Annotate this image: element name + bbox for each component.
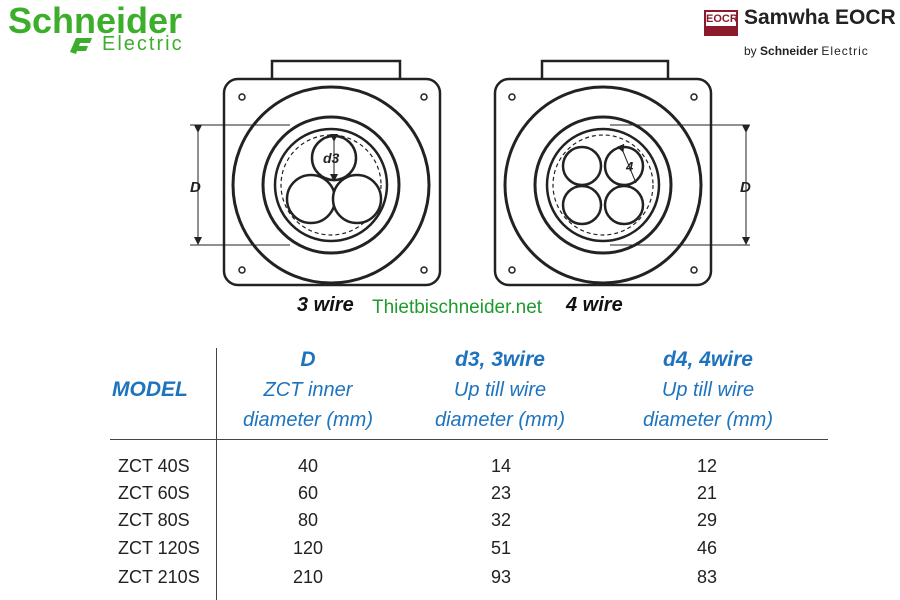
table-row: ZCT 120S 120 51 46 (0, 538, 900, 564)
header-col-d3-title: d3, 3wire (455, 348, 545, 371)
schneider-life-is-on-icon (70, 38, 92, 54)
cell-d3: 32 (490, 510, 512, 530)
caption-3-wire: 3 wire (297, 294, 354, 316)
header-model: MODEL (112, 378, 188, 401)
eocr-badge: EOCR (704, 10, 738, 36)
cell-d4: 29 (696, 510, 718, 530)
by-suffix: Electric (821, 44, 869, 58)
header-col-d-title: D (300, 348, 316, 371)
cell-d4: 46 (696, 538, 718, 558)
table-vertical-divider (216, 348, 217, 600)
header-col-d-line2: diameter (mm) (242, 409, 373, 431)
zct-diagram: D d3 D 4 (190, 59, 751, 287)
header-col-d3-line1: Up till wire (453, 379, 547, 401)
cell-d4: 83 (696, 567, 718, 587)
by-prefix: by (744, 44, 757, 58)
eocr-badge-text: EOCR (706, 13, 738, 25)
schneider-electric-logo: Schneider Electric (8, 0, 258, 58)
electric-wordmark: Electric (102, 33, 184, 55)
caption-4-wire: 4 wire (566, 294, 623, 316)
watermark-text: Thietbischneider.net (372, 297, 543, 318)
cell-d3: 93 (490, 567, 512, 587)
table-header-divider (110, 439, 828, 440)
cell-d4: 12 (696, 456, 718, 476)
table-row: ZCT 40S 40 14 12 (0, 456, 900, 482)
zct-4wire-drawing (493, 59, 750, 287)
right-d-label: D (740, 179, 751, 196)
header-col-d: D ZCT inner diameter (mm) (218, 345, 398, 435)
header-col-d3-line2: diameter (mm) (434, 409, 565, 431)
table-row: ZCT 60S 60 23 21 (0, 483, 900, 509)
cell-d: 60 (297, 483, 319, 503)
left-d-label: D (190, 179, 201, 196)
zct-3wire-drawing (190, 59, 442, 287)
right-d4-label: 4 (625, 159, 634, 174)
cell-d3: 23 (490, 483, 512, 503)
cell-d: 120 (292, 538, 324, 558)
header-col-d4-title: d4, 4wire (663, 348, 753, 371)
cell-d: 80 (297, 510, 319, 530)
table-row: ZCT 210S 210 93 83 (0, 567, 900, 593)
samwha-eocr-logo: EOCR Samwha EOCR by Schneider Electric (700, 4, 896, 62)
spec-table: MODEL D ZCT inner diameter (mm) d3, 3wir… (0, 340, 900, 600)
cell-model: ZCT 80S (118, 510, 190, 530)
by-brand: Schneider (760, 44, 819, 58)
header-col-d-line1: ZCT inner (263, 379, 353, 401)
header-col-d4: d4, 4wire Up till wire diameter (mm) (618, 345, 798, 435)
table-row: ZCT 80S 80 32 29 (0, 510, 900, 536)
cell-d3: 51 (490, 538, 512, 558)
samwha-eocr-name: Samwha EOCR (744, 6, 896, 29)
by-schneider-line: by Schneider Electric (744, 44, 869, 58)
cell-d3: 14 (490, 456, 512, 476)
cell-d4: 21 (696, 483, 718, 503)
header-col-d3: d3, 3wire Up till wire diameter (mm) (410, 345, 590, 435)
header-col-d4-line2: diameter (mm) (642, 409, 773, 431)
cell-model: ZCT 120S (118, 538, 200, 558)
cell-d: 210 (292, 567, 324, 587)
cell-model: ZCT 40S (118, 456, 190, 476)
header-col-d4-line1: Up till wire (661, 379, 755, 401)
cell-model: ZCT 210S (118, 567, 200, 587)
cell-d: 40 (297, 456, 319, 476)
cell-model: ZCT 60S (118, 483, 190, 503)
left-d3-label: d3 (323, 150, 340, 166)
schneider-wordmark: Schneider (8, 0, 183, 41)
